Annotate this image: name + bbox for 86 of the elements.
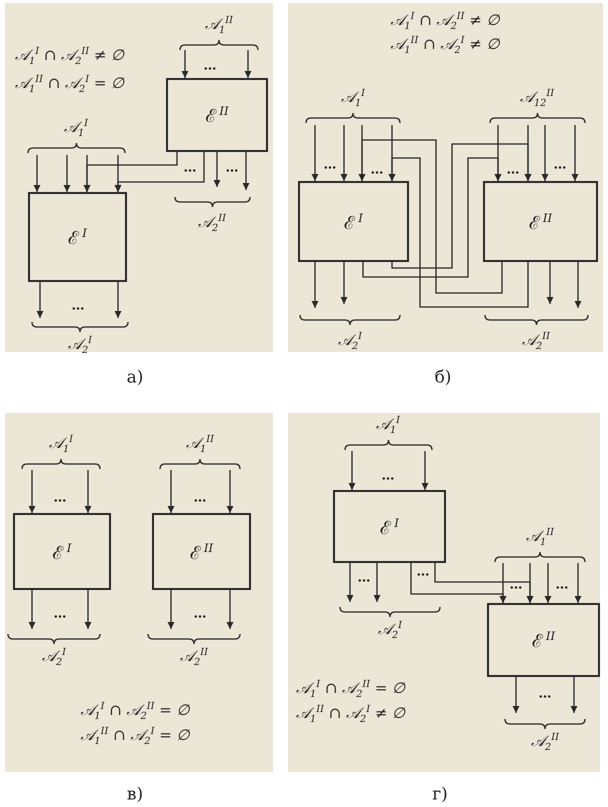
signal-arrow [226, 470, 234, 513]
ellipsis: … [556, 578, 568, 592]
signal-arrow [572, 125, 578, 181]
ellipsis: … [194, 492, 206, 504]
system-symbol: ℰ$^{II}$ [528, 210, 552, 234]
signal-arrow [346, 563, 354, 602]
signal-arrow [422, 451, 428, 490]
ellipsis: … [204, 60, 216, 72]
signal-arrow [114, 155, 122, 192]
signal-arrow [84, 590, 92, 629]
ellipsis: … [226, 162, 238, 174]
ellipsis: … [54, 608, 66, 620]
formula: 𝒜$_{1}$$^{I}$ ∩ 𝒜$_{2}$$^{II}$ ≠ ∅ [390, 12, 500, 32]
formula: 𝒜$_{1}$$^{II}$ ∩ 𝒜$_{2}$$^{I}$ = ∅ [15, 75, 124, 95]
signal-arrow [526, 563, 534, 603]
signal-arrow [340, 125, 348, 181]
signal-arrow [226, 590, 234, 629]
system-symbol: ℰ$^{I}$ [344, 210, 363, 234]
signal-arrow [374, 563, 380, 602]
ellipsis: … [416, 566, 430, 578]
connector-arrow [391, 143, 532, 269]
formula: 𝒜$_{1}$$^{I}$ ∩ 𝒜$_{2}$$^{II}$ ≠ ∅ [15, 47, 124, 67]
system-symbol: ℰ$^{I}$ [380, 514, 399, 538]
signal-arrow [544, 563, 552, 603]
ellipsis: … [510, 578, 522, 592]
panel-caption: г) [432, 786, 448, 804]
system-box [487, 603, 600, 677]
system-symbol: ℰ$^{II}$ [532, 628, 556, 652]
system-symbol: ℰ$^{II}$ [205, 103, 229, 127]
ellipsis: … [506, 164, 520, 176]
ellipsis: … [72, 300, 84, 312]
signal-arrow [542, 125, 548, 181]
system-symbol: ℰ$^{I}$ [68, 225, 87, 249]
ellipsis: … [194, 608, 206, 620]
ellipsis: … [184, 162, 196, 174]
formula: 𝒜$_{1}$$^{I}$ ∩ 𝒜$_{2}$$^{II}$ = ∅ [80, 702, 190, 722]
signal-arrow [168, 470, 174, 513]
ellipsis: … [358, 572, 370, 584]
signal-arrow [244, 50, 252, 78]
connector-arrow [362, 157, 502, 278]
panel-caption: а) [126, 370, 144, 386]
signal-arrow [312, 262, 318, 308]
signal-arrow [512, 677, 520, 713]
signal-arrow [546, 262, 554, 304]
signal-arrow [168, 590, 174, 629]
system-box [333, 490, 446, 563]
signal-arrow [340, 262, 348, 304]
signal-arrow [28, 590, 36, 629]
formula: 𝒜$_{1}$$^{II}$ ∩ 𝒜$_{2}$$^{I}$ ≠ ∅ [390, 36, 500, 56]
system-box [28, 192, 127, 282]
system-box [166, 78, 268, 152]
system-box [13, 513, 111, 590]
connector-arrow [388, 157, 529, 308]
signal-arrow [574, 262, 582, 308]
panel-caption: в) [126, 786, 144, 804]
signal-arrow [570, 677, 578, 713]
ellipsis: … [370, 164, 384, 176]
formula: 𝒜$_{1}$$^{II}$ ∩ 𝒜$_{2}$$^{I}$ = ∅ [80, 727, 190, 747]
system-box [298, 181, 409, 262]
ellipsis: … [324, 158, 336, 172]
ellipsis: … [538, 688, 552, 700]
signal-arrow [28, 470, 36, 513]
system-symbol: ℰ$^{I}$ [52, 540, 72, 564]
ellipsis: … [554, 158, 566, 172]
signal-arrow [64, 155, 70, 192]
system-box [483, 181, 598, 262]
formula: 𝒜$_{1}$$^{II}$ ∩ 𝒜$_{2}$$^{I}$ ≠ ∅ [296, 705, 406, 725]
ellipsis: … [54, 492, 66, 504]
signal-arrow [348, 451, 356, 490]
signal-arrow [312, 125, 318, 181]
signal-arrow [114, 282, 122, 318]
signal-arrow [182, 50, 188, 78]
signal-arrow [500, 563, 506, 603]
formula: 𝒜$_{1}$$^{I}$ ∩ 𝒜$_{2}$$^{II}$ = ∅ [296, 680, 406, 700]
system-box [152, 513, 251, 590]
signal-arrow [242, 152, 250, 190]
signal-arrow [34, 155, 40, 192]
signal-arrow [214, 152, 220, 187]
signal-arrow [84, 155, 90, 192]
signal-arrow [36, 282, 44, 318]
system-symbol: ℰ$^{II}$ [190, 540, 214, 564]
panel-caption: б) [434, 370, 452, 386]
signal-arrow [84, 470, 92, 513]
signal-arrow [574, 563, 582, 603]
connector-arrow [358, 139, 503, 294]
ellipsis: … [382, 470, 394, 482]
